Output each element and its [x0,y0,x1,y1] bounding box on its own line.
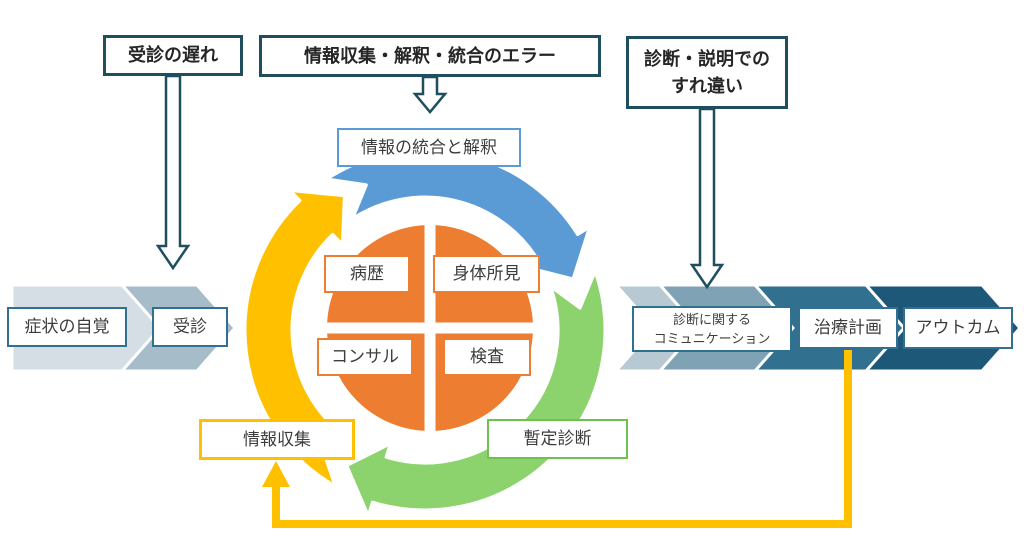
flow-label-treatment-plan: 治療計画 [798,307,898,349]
core-label-physical-findings: 身体所見 [433,255,540,293]
cycle-label-information-gathering: 情報収集 [199,419,355,460]
cycle-arc-yellow [243,189,360,488]
flow-label-outcome: アウトカム [903,307,1013,349]
flow-label-visit: 受診 [152,307,228,347]
core-label-consult: コンサル [317,338,413,376]
feedback-arrowhead-up [262,461,290,487]
core-label-tests: 検査 [443,338,531,376]
communication-line1: 診断に関する [672,311,751,327]
annotation-explanation-mismatch: 診断・説明での すれ違い [626,36,788,109]
arrow-delay-down [155,74,191,271]
communication-line2: コミュニケーション [653,331,771,346]
pie-divider-vertical [424,216,436,440]
annotation-visit-delay: 受診の遅れ [103,35,243,76]
flow-label-diagnosis-communication: 診断に関する コミュニケーション [632,306,792,352]
arrow-mismatch-down [689,107,725,290]
feedback-loop-line [272,350,852,528]
annotation-info-error: 情報収集・解釈・統合のエラー [259,35,601,77]
annotation-mismatch-line2: すれ違い [671,75,743,96]
core-label-history: 病歴 [324,255,410,293]
arrow-error-down [412,75,448,114]
cycle-label-provisional-diagnosis: 暫定診断 [487,419,628,459]
cycle-label-integration-interpretation: 情報の統合と解釈 [337,128,521,167]
flow-label-symptom-awareness: 症状の自覚 [7,307,127,347]
annotation-mismatch-line1: 診断・説明での [644,49,770,70]
